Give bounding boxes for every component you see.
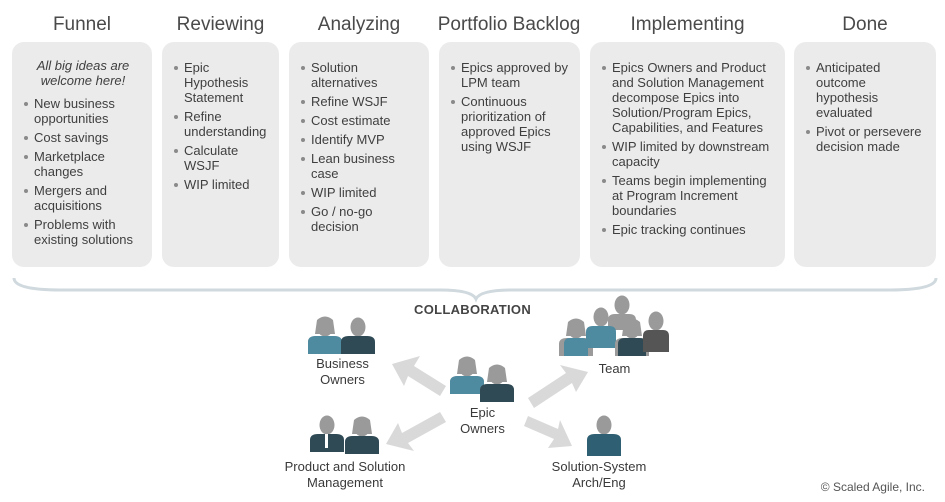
list-item: Epics Owners and Product and Solution Ma… (602, 60, 775, 135)
reviewing-list: Epic Hypothesis Statement Refine underst… (174, 60, 269, 192)
list-item: New business opportunities (24, 96, 142, 126)
column-title-funnel: Funnel (52, 14, 112, 35)
implementing-list: Epics Owners and Product and Solution Ma… (602, 60, 775, 237)
column-box-portfolio-backlog: Epics approved by LPM team Continuous pr… (439, 42, 580, 267)
list-item: Mergers and acquisitions (24, 183, 142, 213)
product-solution-label: Product and Solution Management (284, 459, 406, 490)
column-box-done: Anticipated outcome hypothesis evaluated… (794, 42, 936, 267)
copyright-text: © Scaled Agile, Inc. (820, 480, 925, 494)
column-box-funnel: All big ideas are welcome here! New busi… (12, 42, 152, 267)
arrow-to-business-owners (392, 356, 446, 396)
list-item: Problems with existing solutions (24, 217, 142, 247)
arrow-to-team (528, 365, 588, 408)
list-item: Lean business case (301, 151, 419, 181)
portfolio-backlog-list: Epics approved by LPM team Continuous pr… (451, 60, 570, 154)
done-list: Anticipated outcome hypothesis evaluated… (806, 60, 926, 154)
list-item: Cost savings (24, 130, 142, 145)
column-box-analyzing: Solution alternatives Refine WSJF Cost e… (289, 42, 429, 267)
list-item: WIP limited (174, 177, 269, 192)
column-box-reviewing: Epic Hypothesis Statement Refine underst… (162, 42, 279, 267)
list-item: Marketplace changes (24, 149, 142, 179)
funnel-list: New business opportunities Cost savings … (24, 96, 142, 247)
list-item: Refine WSJF (301, 94, 419, 109)
column-title-implementing: Implementing (630, 14, 745, 35)
product-solution-people (310, 415, 379, 454)
list-item: Identify MVP (301, 132, 419, 147)
arrow-to-architect (524, 416, 572, 448)
epic-owners-people (450, 356, 514, 402)
list-item: Teams begin implementing at Program Incr… (602, 173, 775, 218)
list-item: Refine understanding (174, 109, 269, 139)
epic-owners-label: Epic Owners (460, 405, 505, 436)
list-item: WIP limited (301, 185, 419, 200)
arrows (386, 356, 588, 451)
list-item: Epic tracking continues (602, 222, 775, 237)
architect-label: Solution-System Arch/Eng (551, 459, 647, 490)
column-title-reviewing: Reviewing (176, 14, 265, 35)
business-owners-people (308, 316, 375, 354)
business-owners-label: Business Owners (316, 356, 369, 387)
list-item: Continuous prioritization of approved Ep… (451, 94, 570, 154)
list-item: Solution alternatives (301, 60, 419, 90)
collaboration-brace (12, 277, 938, 303)
list-item: Cost estimate (301, 113, 419, 128)
list-item: Epic Hypothesis Statement (174, 60, 269, 105)
column-title-portfolio-backlog: Portfolio Backlog (437, 14, 581, 35)
column-title-done: Done (842, 14, 888, 35)
analyzing-list: Solution alternatives Refine WSJF Cost e… (301, 60, 419, 234)
list-item: WIP limited by downstream capacity (602, 139, 775, 169)
list-item: Pivot or persevere decision made (806, 124, 926, 154)
architect-people (587, 415, 621, 456)
arrow-to-product-solution (386, 412, 446, 451)
team-label: Team (598, 361, 631, 376)
collaboration-title: COLLABORATION (414, 302, 532, 317)
list-item: Anticipated outcome hypothesis evaluated (806, 60, 926, 120)
funnel-intro: All big ideas are welcome here! (36, 58, 130, 88)
column-box-implementing: Epics Owners and Product and Solution Ma… (590, 42, 785, 267)
list-item: Go / no-go decision (301, 204, 419, 234)
list-item: Epics approved by LPM team (451, 60, 570, 90)
list-item: Calculate WSJF (174, 143, 269, 173)
column-title-analyzing: Analyzing (317, 14, 401, 35)
team-people (559, 295, 669, 356)
